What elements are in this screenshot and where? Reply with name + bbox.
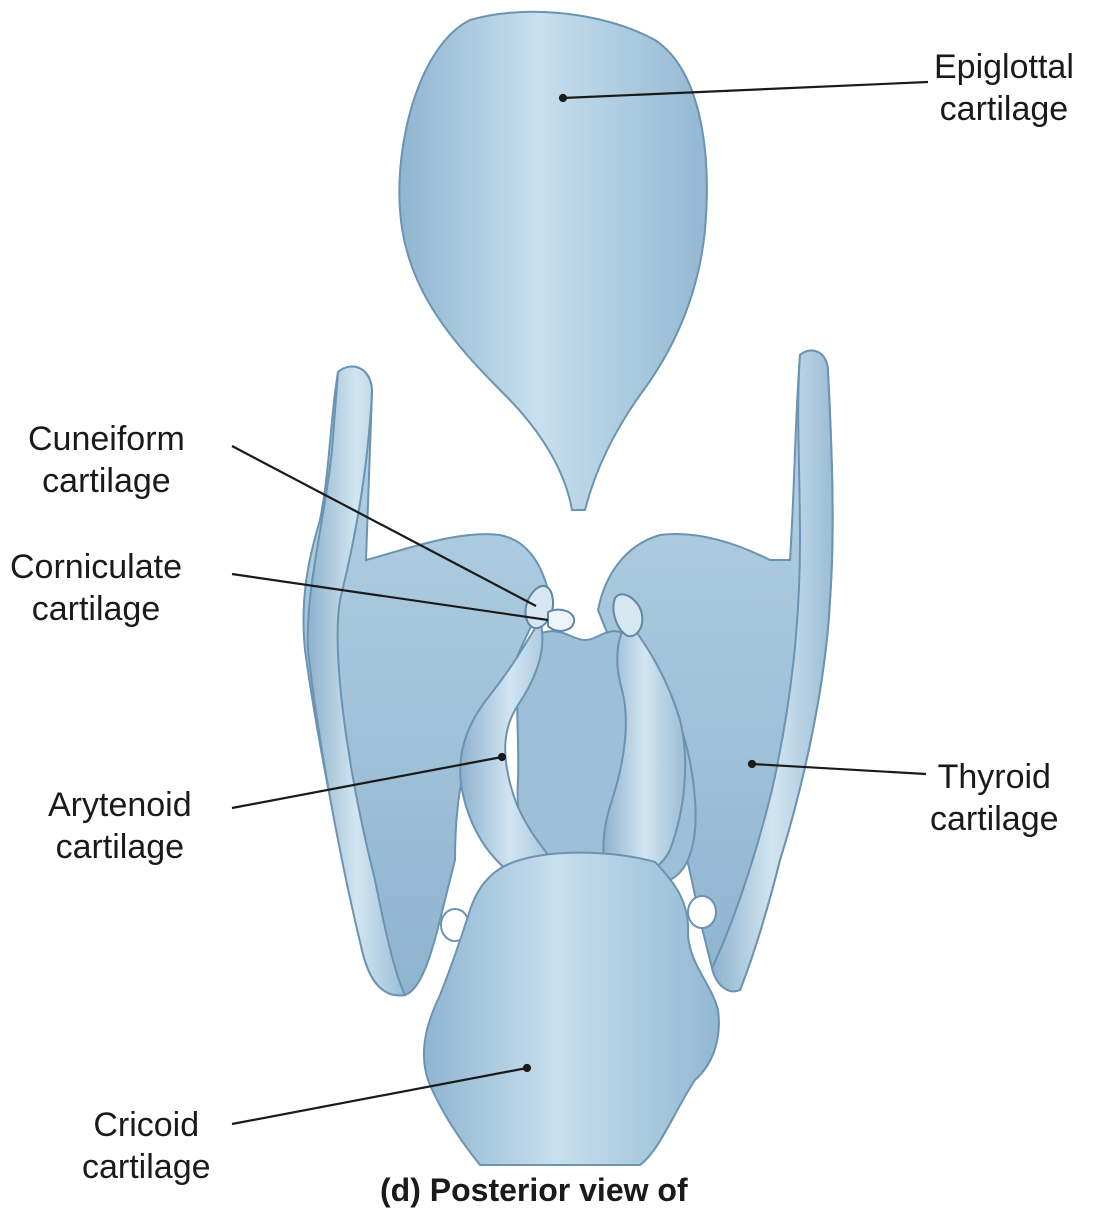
label-epiglottal-line2: cartilage — [934, 88, 1074, 130]
notch-right — [688, 896, 716, 928]
label-arytenoid-line1: Arytenoid — [48, 784, 192, 826]
label-thyroid-cartilage: Thyroid cartilage — [930, 756, 1059, 840]
label-cuneiform-line2: cartilage — [28, 460, 185, 502]
leader-dot-cricoid — [524, 1065, 530, 1071]
epiglottal-cartilage-shape — [399, 12, 706, 510]
cricoid-cartilage-shape — [424, 853, 719, 1165]
label-cuneiform-line1: Cuneiform — [28, 418, 185, 460]
leader-dot-thyroid — [749, 761, 755, 767]
label-cricoid-cartilage: Cricoid cartilage — [82, 1104, 211, 1188]
label-epiglottal-cartilage: Epiglottal cartilage — [934, 46, 1074, 130]
leader-dot-epiglottal — [560, 95, 566, 101]
label-corniculate-line2: cartilage — [10, 588, 182, 630]
label-arytenoid-line2: cartilage — [48, 826, 192, 868]
label-cricoid-line2: cartilage — [82, 1146, 211, 1188]
label-corniculate-cartilage: Corniculate cartilage — [10, 546, 182, 630]
leader-dot-arytenoid — [499, 754, 505, 760]
label-corniculate-line1: Corniculate — [10, 546, 182, 588]
label-thyroid-line1: Thyroid — [930, 756, 1059, 798]
label-epiglottal-line1: Epiglottal — [934, 46, 1074, 88]
label-arytenoid-cartilage: Arytenoid cartilage — [48, 784, 192, 868]
cuneiform-cartilage-left — [548, 610, 574, 631]
figure-caption: (d) Posterior view of — [380, 1172, 688, 1209]
label-cuneiform-cartilage: Cuneiform cartilage — [28, 418, 185, 502]
label-thyroid-line2: cartilage — [930, 798, 1059, 840]
label-cricoid-line1: Cricoid — [82, 1104, 211, 1146]
